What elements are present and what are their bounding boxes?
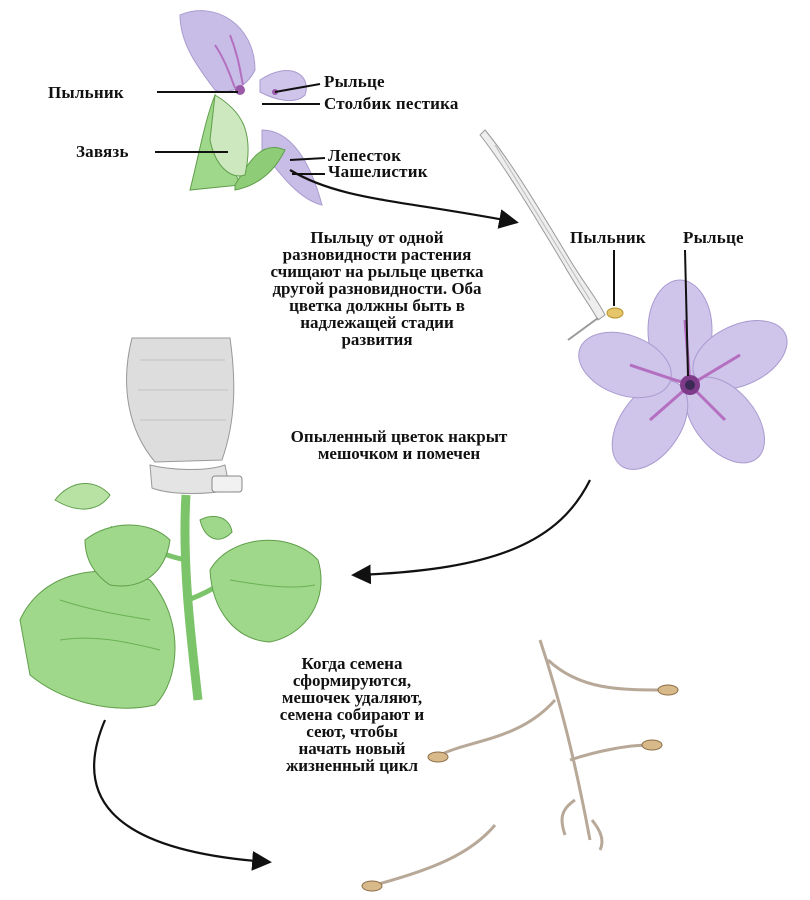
- sepal-label: Чашелистик: [328, 162, 428, 181]
- step1-line: Пыльцу от одной: [310, 228, 444, 247]
- step1-line: счищают на рыльце цветка: [270, 262, 484, 281]
- step3-line: семена собирают и: [279, 705, 425, 724]
- step2-line: Опыленный цветок накрыт: [290, 427, 508, 446]
- step3-line: сеют, чтобы: [306, 722, 398, 741]
- petal-veins: [214, 34, 244, 89]
- pollen-stalk: [479, 129, 624, 341]
- upper-petal: [179, 10, 256, 93]
- petal-label: Лепесток: [328, 146, 402, 165]
- seeds: [361, 684, 679, 892]
- step1-line: надлежащей стадии: [300, 313, 454, 332]
- anther-dot: [235, 85, 245, 95]
- step3-line: жизненный цикл: [285, 756, 419, 775]
- small-leaf: [199, 516, 233, 540]
- step3-line: мешочек удаляют,: [281, 688, 423, 707]
- step2-line: мешочком и помечен: [317, 444, 481, 463]
- arrow-to-pollination: [289, 169, 519, 229]
- anther-label-right: Пыльник: [570, 228, 646, 247]
- side-petal: [259, 70, 307, 102]
- tag: [211, 475, 243, 493]
- step3-line: начать новый: [298, 739, 406, 758]
- leader-lines-right: [613, 249, 689, 377]
- open-flower: [578, 279, 788, 470]
- sepal-right: [234, 147, 286, 191]
- style-label: Столбик пестика: [324, 94, 459, 113]
- leaf-upper-left: [84, 524, 171, 587]
- arrow-to-seeds: [93, 719, 272, 871]
- step3-line: сформируются,: [292, 671, 412, 690]
- receptacle: [209, 94, 249, 177]
- step1-line: цветка должны быть в: [289, 296, 465, 315]
- leaf-left: [19, 570, 176, 709]
- flower-cross-section: [179, 10, 323, 206]
- anther-label: Пыльник: [48, 83, 124, 102]
- ovary-label: Завязь: [76, 142, 129, 161]
- step1-line: другой разновидности. Оба: [272, 279, 482, 298]
- step1-line: разновидности растения: [282, 245, 472, 264]
- step1-line: развития: [341, 330, 413, 349]
- stigma-label: Рыльце: [324, 72, 385, 91]
- step3-line: Когда семена: [301, 654, 403, 673]
- leader-lines-top: [155, 83, 326, 175]
- paper-bag: [126, 337, 235, 463]
- bud-cluster: [54, 483, 111, 510]
- step3-text: Когда семена сформируются, мешочек удаля…: [246, 655, 458, 774]
- arrow-to-bagging: [351, 479, 591, 585]
- step2-text: Опыленный цветок накрыт мешочком и помеч…: [240, 428, 558, 462]
- main-stem: [180, 494, 203, 701]
- bagged-plant: [19, 337, 322, 709]
- stigma-label-right: Рыльце: [683, 228, 744, 247]
- leaf-right: [209, 539, 322, 643]
- step1-text: Пыльцу от одной разновидности растения с…: [212, 229, 542, 348]
